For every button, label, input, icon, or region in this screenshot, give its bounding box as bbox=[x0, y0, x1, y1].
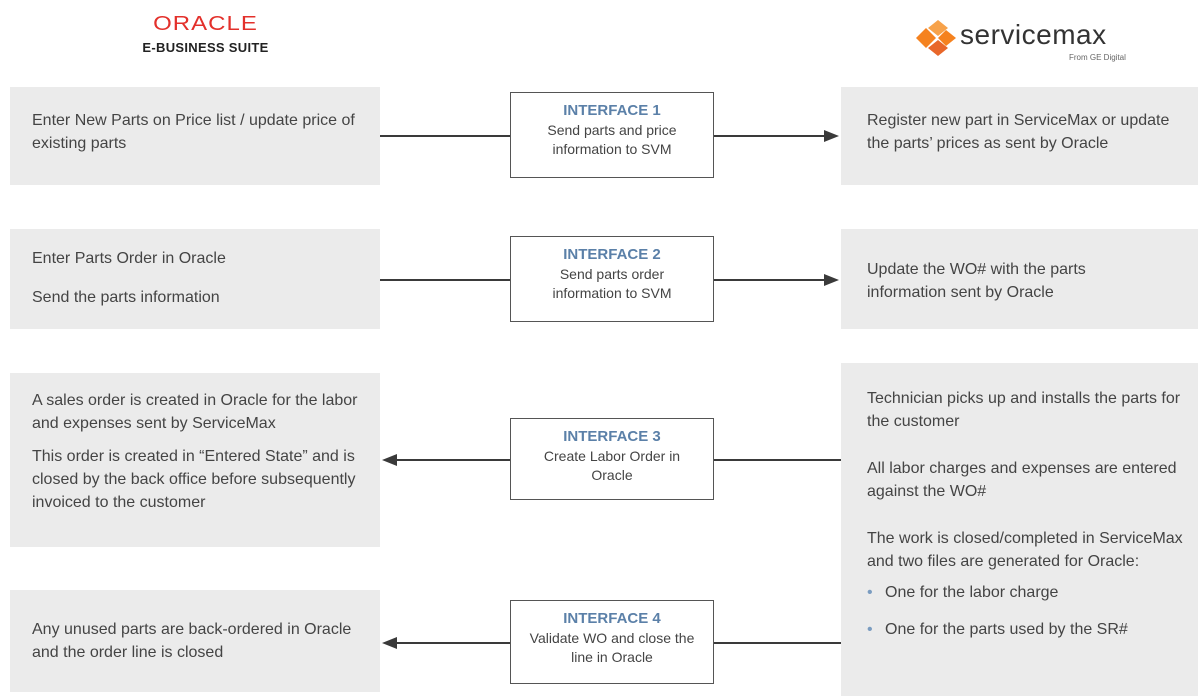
interface-3-box: INTERFACE 3 Create Labor Order in Oracle bbox=[510, 418, 714, 500]
interface-4-title: INTERFACE 4 bbox=[563, 610, 661, 627]
oracle-step-2-text-a: Enter Parts Order in Oracle bbox=[32, 250, 226, 267]
oracle-step-4-box: Any unused parts are back-ordered in Ora… bbox=[10, 590, 380, 692]
servicemax-wordmark: servicemax bbox=[960, 19, 1107, 50]
arrow-right-icon bbox=[824, 274, 839, 286]
arrow-right-icon bbox=[824, 130, 839, 142]
list-item: One for the labor charge bbox=[867, 581, 1184, 604]
flow-line-3b bbox=[714, 459, 841, 461]
flow-line-4 bbox=[396, 642, 510, 644]
interface-1-box: INTERFACE 1 Send parts and price informa… bbox=[510, 92, 714, 178]
flow-line-3 bbox=[396, 459, 510, 461]
interface-4-desc: Validate WO and close the line in Oracle bbox=[529, 630, 695, 665]
oracle-step-3-text-b: This order is created in “Entered State”… bbox=[32, 448, 356, 511]
oracle-logo: ORACLE E-BUSINESS SUITE bbox=[118, 12, 293, 55]
flow-line-4b bbox=[714, 642, 841, 644]
servicemax-step-3-text-c: The work is closed/completed in ServiceM… bbox=[867, 530, 1183, 570]
oracle-step-1-box: Enter New Parts on Price list / update p… bbox=[10, 87, 380, 185]
servicemax-step-3-box: Technician picks up and installs the par… bbox=[841, 363, 1198, 696]
servicemax-file-list: One for the labor charge One for the par… bbox=[867, 581, 1184, 641]
servicemax-subtitle: From GE Digital bbox=[1069, 53, 1126, 62]
flow-line-1 bbox=[380, 135, 510, 137]
servicemax-step-1-text: Register new part in ServiceMax or updat… bbox=[867, 112, 1170, 152]
flow-line-2b bbox=[714, 279, 826, 281]
arrow-left-icon bbox=[382, 637, 397, 649]
servicemax-step-3-text-a: Technician picks up and installs the par… bbox=[867, 390, 1181, 430]
arrow-left-icon bbox=[382, 454, 397, 466]
oracle-step-3-box: A sales order is created in Oracle for t… bbox=[10, 373, 380, 547]
oracle-step-4-text: Any unused parts are back-ordered in Ora… bbox=[32, 621, 352, 661]
flow-line-2 bbox=[380, 279, 510, 281]
servicemax-logo: servicemax From GE Digital bbox=[912, 18, 1152, 64]
interface-2-title: INTERFACE 2 bbox=[563, 246, 661, 263]
interface-2-desc: Send parts order information to SVM bbox=[552, 266, 672, 301]
servicemax-step-2-text: Update the WO# with the parts informatio… bbox=[867, 261, 1086, 301]
servicemax-diamond-icon bbox=[916, 20, 956, 56]
oracle-subtitle: E-BUSINESS SUITE bbox=[142, 40, 269, 55]
interface-1-desc: Send parts and price information to SVM bbox=[547, 122, 677, 157]
servicemax-step-1-box: Register new part in ServiceMax or updat… bbox=[841, 87, 1198, 185]
interface-3-title: INTERFACE 3 bbox=[563, 428, 661, 445]
interface-1-title: INTERFACE 1 bbox=[563, 102, 661, 119]
list-item: One for the parts used by the SR# bbox=[867, 618, 1184, 641]
servicemax-step-2-box: Update the WO# with the parts informatio… bbox=[841, 229, 1198, 329]
interface-3-desc: Create Labor Order in Oracle bbox=[543, 448, 681, 483]
oracle-wordmark: ORACLE bbox=[153, 12, 258, 36]
servicemax-step-3-text-b: All labor charges and expenses are enter… bbox=[867, 460, 1177, 500]
flow-line-1b bbox=[714, 135, 826, 137]
interface-2-box: INTERFACE 2 Send parts order information… bbox=[510, 236, 714, 322]
oracle-step-1-text: Enter New Parts on Price list / update p… bbox=[32, 112, 355, 152]
oracle-step-2-text-b: Send the parts information bbox=[32, 289, 220, 306]
oracle-step-2-box: Enter Parts Order in Oracle Send the par… bbox=[10, 229, 380, 329]
interface-4-box: INTERFACE 4 Validate WO and close the li… bbox=[510, 600, 714, 684]
oracle-step-3-text-a: A sales order is created in Oracle for t… bbox=[32, 392, 358, 432]
